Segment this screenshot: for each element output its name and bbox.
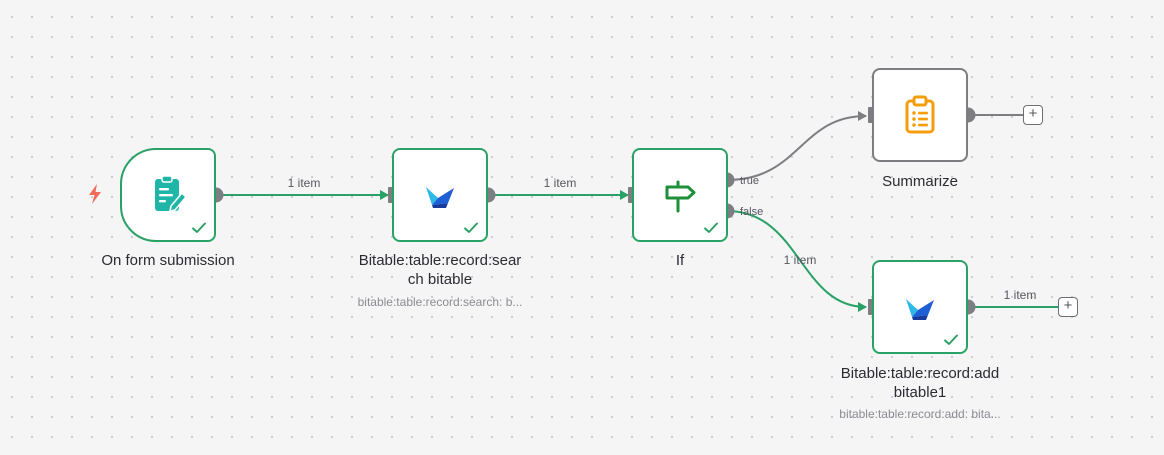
node-subtitle: bitable:table:record:add: bita... (839, 407, 1001, 421)
node-bitable-add[interactable] (872, 260, 968, 354)
node-title: Bitable:table:record:add bitable1 (840, 365, 1000, 401)
connection-item-count: 1 item (784, 253, 817, 267)
node-on-form-submission[interactable] (120, 148, 216, 242)
node-subtitle: bitable:table:record:search: b... (357, 295, 523, 309)
success-check-icon (944, 334, 958, 345)
node-title: On form submission (101, 252, 235, 269)
connection-trigger-to-search[interactable]: 1 item (216, 176, 389, 200)
add-node-button[interactable]: + (1058, 297, 1078, 317)
connection-item-count: 1 item (544, 176, 577, 190)
success-check-icon (464, 222, 478, 233)
node-if[interactable] (632, 148, 728, 242)
form-icon (155, 175, 188, 213)
success-check-icon (704, 222, 718, 233)
bitable-icon (426, 187, 454, 208)
signpost-icon (665, 180, 696, 213)
connection-item-count: 1 item (288, 176, 321, 190)
connection-if-false-to-add[interactable]: 1 item (726, 210, 867, 312)
bitable-icon (906, 299, 934, 320)
branch-label-true: true (740, 175, 759, 187)
connection-if-true-to-summarize[interactable] (726, 111, 867, 181)
node-summarize[interactable] (872, 68, 968, 162)
node-title: If (675, 252, 685, 269)
add-node-button[interactable]: + (1023, 105, 1043, 125)
success-check-icon (192, 222, 206, 233)
connection-item-count: 1 item (1004, 288, 1037, 302)
node-title: Bitable:table:record:sear ch bitable (358, 252, 522, 288)
clipboard-list-icon (905, 95, 935, 134)
node-title: Summarize (882, 173, 958, 190)
connection-search-to-if[interactable]: 1 item (488, 176, 629, 200)
branch-label-false: false (740, 206, 763, 218)
lightning-bolt-icon (89, 184, 101, 204)
node-bitable-search[interactable] (392, 148, 488, 242)
connection-add-to-add-button[interactable]: 1 item (968, 288, 1058, 308)
